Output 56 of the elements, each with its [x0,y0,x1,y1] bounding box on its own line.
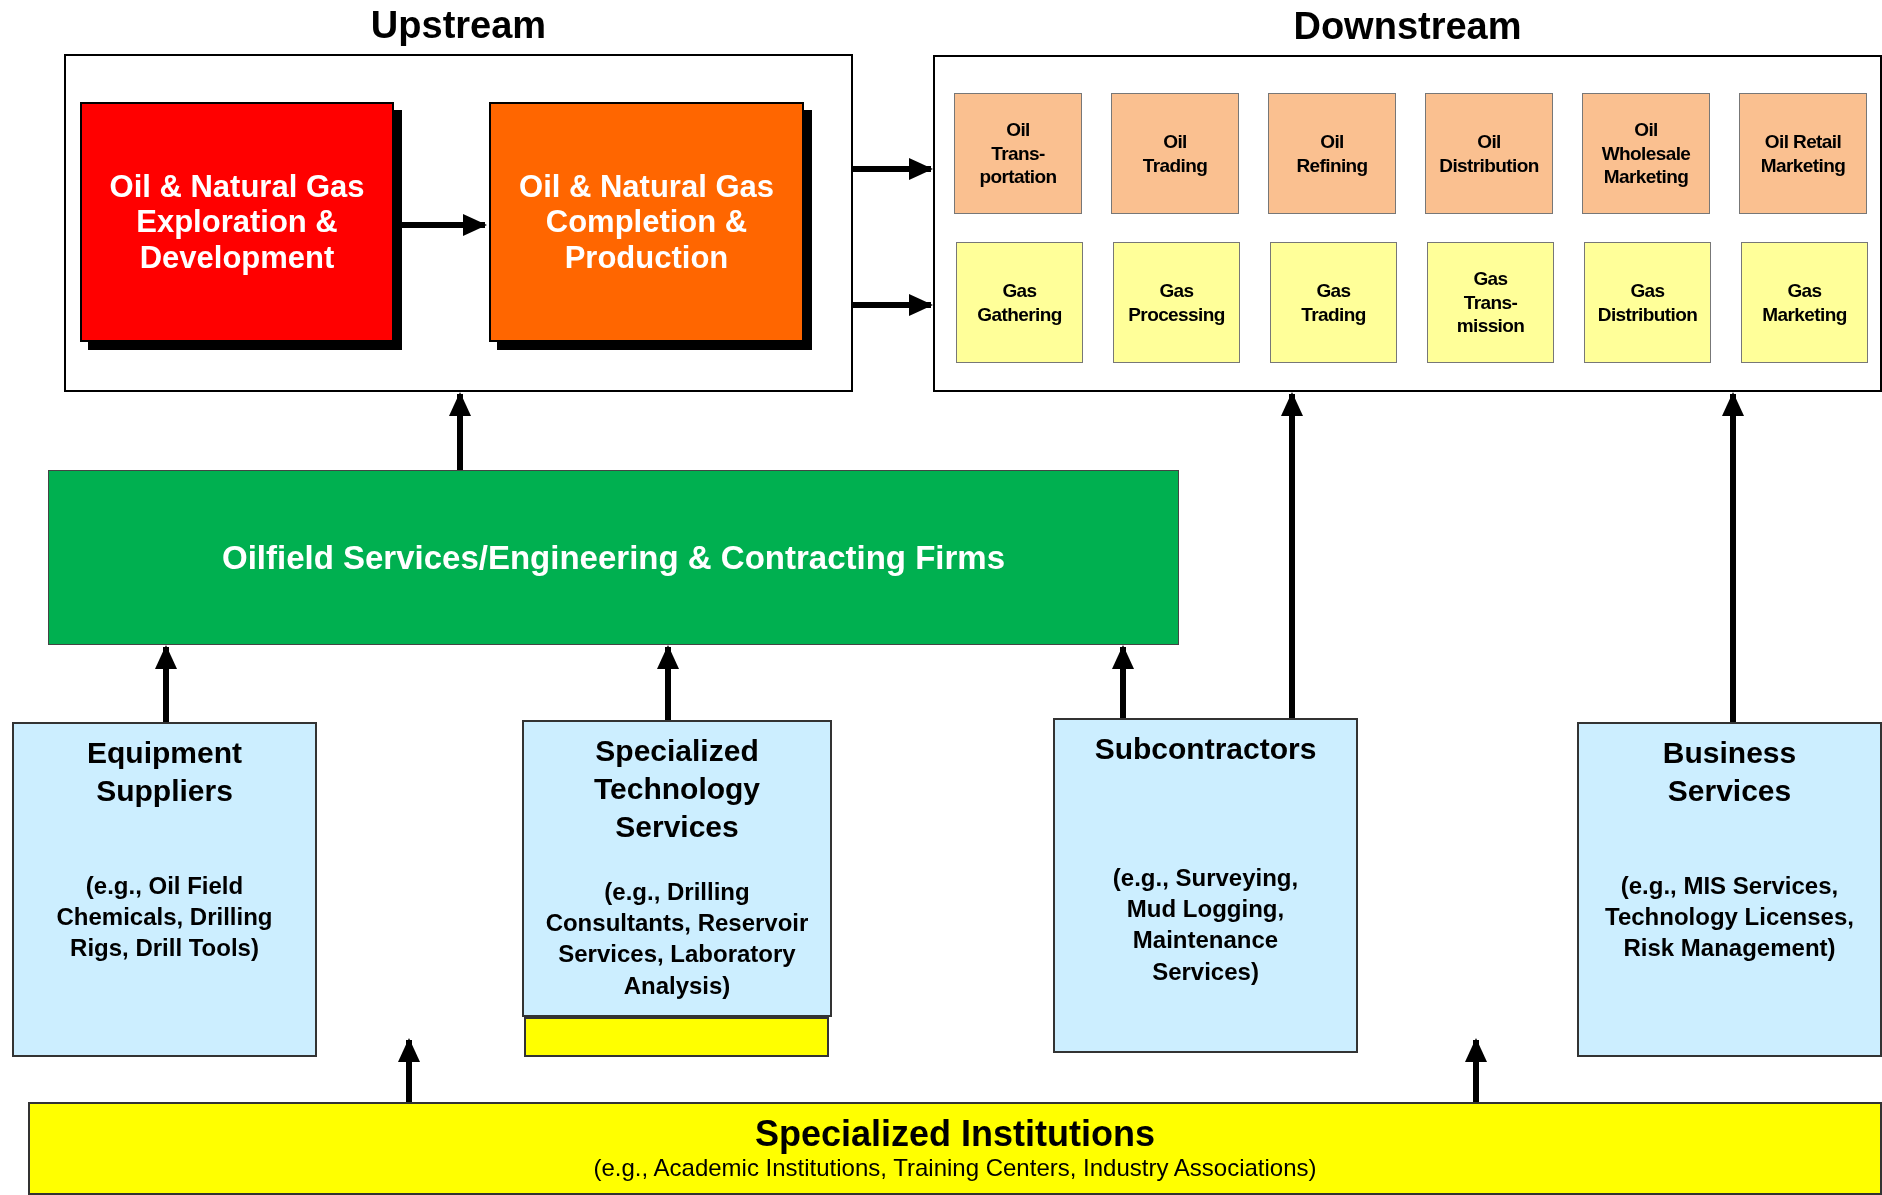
box-label: Gas Distribution [1597,278,1698,327]
institutions-band [28,1102,1882,1195]
arrow [449,392,471,470]
supplier-box [1053,718,1358,1053]
segment-box [1425,93,1553,214]
box-label: Oilfield Services/Engineering & Contracting Firms [222,538,1005,577]
box-label: Oil & Natural Gas Exploration & Development [108,168,366,276]
box-label: Oil Trans- portation [979,117,1057,190]
box-title: Specialized Technology Services [592,733,762,846]
segment-box [1427,242,1554,363]
segment-box [1113,242,1240,363]
segment-box [1270,242,1397,363]
box-title: Business Services [1661,735,1798,810]
services-band [48,470,1179,645]
arrow [1465,1038,1487,1102]
box-title: Subcontractors [1094,731,1317,767]
box-label: Gas Marketing [1762,278,1847,327]
arrow [1722,392,1744,722]
box-label: Oil Retail Marketing [1760,129,1846,178]
segment-box [956,242,1083,363]
box-label: Gas Gathering [977,278,1062,327]
box-label: Oil & Natural Gas Completion & Production [518,168,775,276]
box-description: (e.g., Academic Institutions, Training Centers, Industry Associations) [593,1153,1317,1182]
section-heading: Downstream [1292,5,1523,48]
segment-box [1584,242,1711,363]
arrow [1112,645,1134,718]
segment-box [1582,93,1710,214]
segment-box [1111,93,1239,214]
supplier-box [522,720,832,1017]
box-title: Equipment Suppliers [86,735,243,810]
box-description: (e.g., MIS Services, Technology Licenses, Risk Management) [1604,871,1855,964]
box-title: Specialized Institutions [754,1114,1156,1154]
box-label: Gas Trading [1301,278,1366,327]
section-heading: Upstream [369,4,548,47]
arrow [398,1038,420,1102]
box-description: (e.g., Oil Field Chemicals, Drilling Rigs, Drill Tools) [55,871,274,964]
segment-box [1739,93,1867,214]
segment-box [1741,242,1868,363]
arrow [155,645,177,722]
box-label: Oil Trading [1142,129,1208,178]
segment-box [954,93,1082,214]
box-label: Gas Trans- mission [1456,266,1525,339]
box-description: (e.g., Surveying, Mud Logging, Maintenance Services) [1111,863,1300,987]
supplier-box [1577,722,1882,1057]
box-label: Oil Wholesale Marketing [1601,117,1691,190]
box-label: Gas Processing [1128,278,1225,327]
arrow [853,158,933,180]
bar [524,1017,829,1057]
arrow [1281,392,1303,718]
box-label: Oil Refining [1296,129,1368,178]
arrow [657,645,679,720]
box-description: (e.g., Drilling Consultants, Reservoir Services, Laboratory Analysis) [544,877,810,1001]
supplier-box [12,722,317,1057]
arrow [853,294,933,316]
segment-box [1268,93,1396,214]
box-label: Oil Distribution [1439,129,1539,178]
